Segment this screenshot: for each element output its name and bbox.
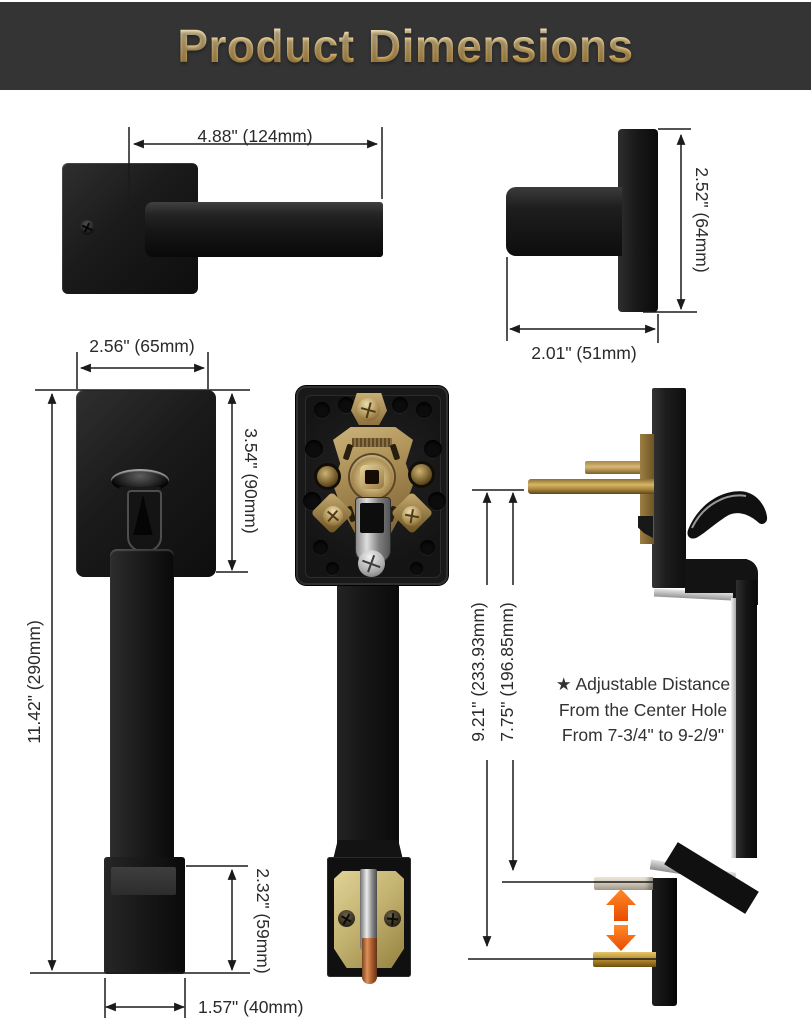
side-handle-chrome-inner bbox=[731, 598, 737, 858]
plate-hole bbox=[338, 397, 354, 413]
handleset-grip-bar bbox=[110, 549, 174, 871]
plate-hole bbox=[410, 562, 423, 575]
lock-side-nut-left bbox=[317, 466, 338, 487]
adjust-arrows bbox=[606, 889, 636, 951]
plate-hole bbox=[313, 540, 328, 555]
plate-hole bbox=[305, 440, 323, 458]
side-handle-bottom-post bbox=[652, 878, 677, 1006]
note-line-2: From the Center Hole bbox=[558, 699, 728, 720]
lever-handle-bar bbox=[145, 202, 383, 257]
note-line-1-text: Adjustable Distance bbox=[575, 674, 731, 694]
arrow-up-icon bbox=[606, 889, 636, 921]
side-plate-edge bbox=[652, 388, 686, 588]
back-base-chrome-strip bbox=[360, 869, 377, 953]
plate-width-label: 2.56" (65mm) bbox=[89, 336, 195, 356]
lock-stamp-marking bbox=[352, 438, 392, 447]
plate-hole bbox=[314, 402, 330, 418]
adjustable-pin-bottom bbox=[593, 952, 656, 967]
plate-height-label: 3.54" (90mm) bbox=[241, 428, 261, 534]
base-height-label: 2.32" (59mm) bbox=[253, 868, 273, 974]
plate-hole bbox=[428, 492, 446, 510]
note-line-1: ★ Adjustable Distance bbox=[538, 672, 748, 698]
back-grip-bar bbox=[337, 586, 399, 862]
spindle-upper-bar bbox=[585, 461, 653, 474]
spindle-hole bbox=[365, 470, 379, 484]
thumb-lever-highlight bbox=[691, 494, 747, 529]
handleset-base-panel bbox=[111, 867, 176, 895]
arrow-down-icon bbox=[606, 925, 636, 951]
plate-hole bbox=[416, 402, 432, 418]
base-copper-pin bbox=[362, 938, 377, 984]
lever-depth-label: 2.01" (51mm) bbox=[531, 343, 637, 363]
lever-width-label: 4.88" (124mm) bbox=[197, 126, 313, 146]
thumb-latch-oval bbox=[111, 469, 169, 492]
plate-hole bbox=[392, 397, 408, 413]
plate-hole bbox=[420, 540, 435, 555]
plate-hole bbox=[424, 440, 442, 458]
spindle-rod bbox=[528, 479, 654, 494]
total-height-label: 11.42" (290mm) bbox=[24, 620, 44, 744]
side-short-distance-label: 7.75" (196.85mm) bbox=[497, 602, 517, 742]
thumb-lever-side bbox=[687, 491, 768, 539]
star-icon: ★ bbox=[555, 674, 576, 694]
adjustable-distance-note: ★ Adjustable Distance From the Center Ho… bbox=[538, 672, 748, 749]
lever-side-plate bbox=[618, 129, 658, 312]
thumb-lever-shape bbox=[687, 491, 768, 539]
plate-hole bbox=[326, 562, 339, 575]
side-long-distance-label: 9.21" (233.93mm) bbox=[468, 602, 488, 742]
lever-height-label: 2.52" (64mm) bbox=[692, 167, 712, 273]
page-title: Product Dimensions bbox=[177, 20, 634, 72]
lock-clip-window bbox=[360, 503, 384, 533]
lever-side-arm bbox=[506, 187, 622, 256]
header-banner: Product Dimensions bbox=[0, 2, 811, 90]
note-line-3: From 7-3/4" to 9-2/9" bbox=[561, 725, 725, 745]
lock-side-nut-right bbox=[411, 464, 432, 485]
base-width-label: 1.57" (40mm) bbox=[198, 997, 304, 1017]
adjustable-pin-top bbox=[594, 877, 653, 890]
side-handle-vertical-bar bbox=[736, 580, 757, 858]
